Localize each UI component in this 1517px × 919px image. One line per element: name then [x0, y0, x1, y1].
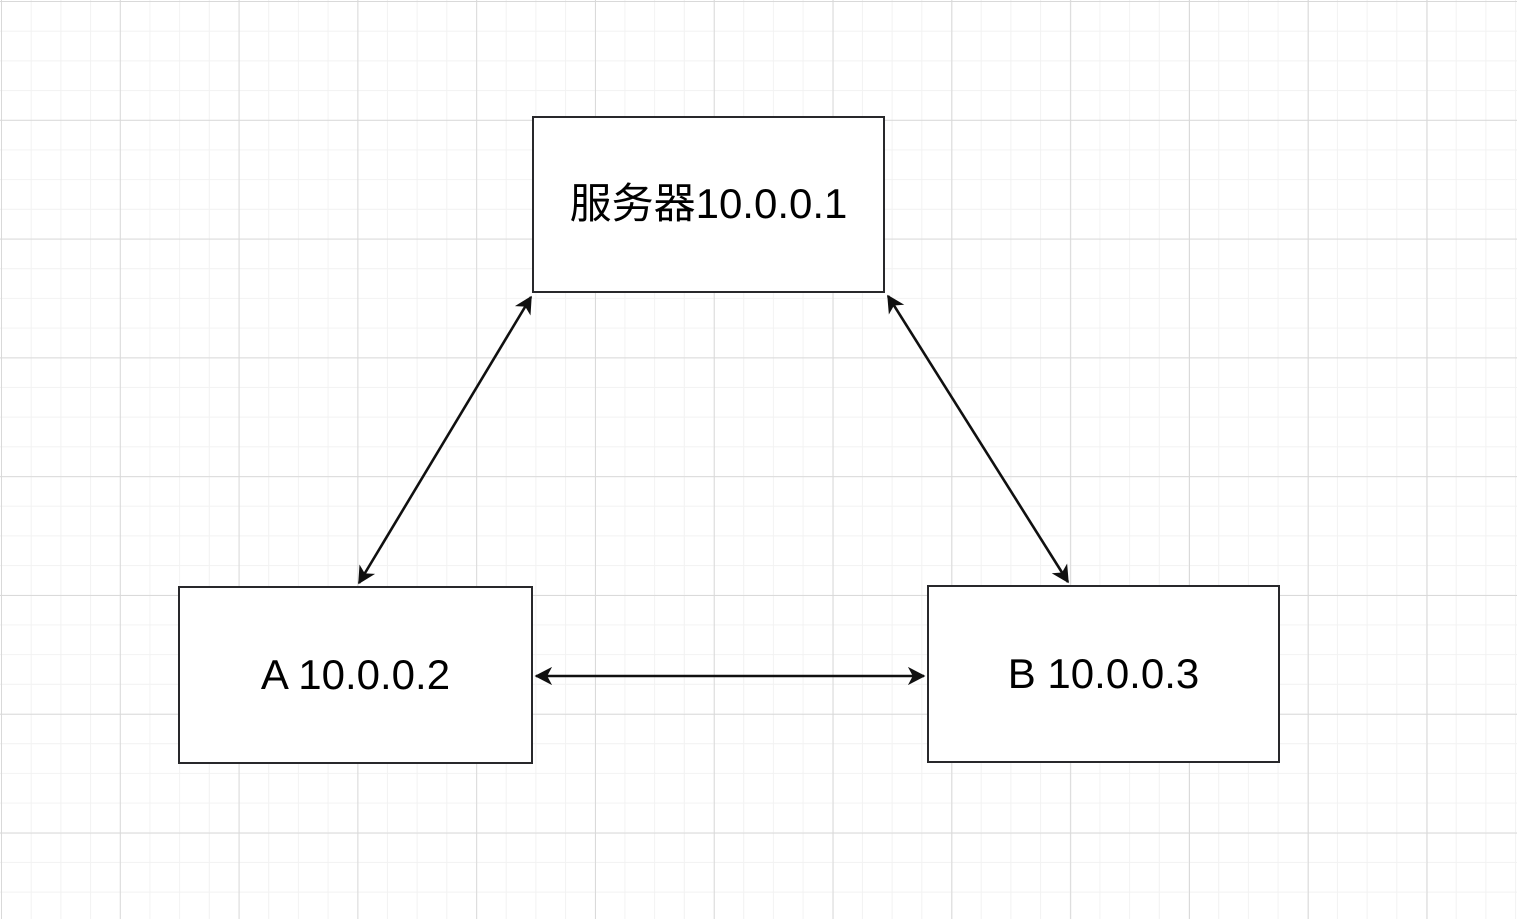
edge-server-to-b[interactable]: [886, 294, 1070, 584]
node-a[interactable]: A 10.0.0.2: [178, 586, 533, 764]
node-server[interactable]: 服务器10.0.0.1: [532, 116, 885, 293]
node-server-label: 服务器10.0.0.1: [569, 180, 848, 228]
node-b[interactable]: B 10.0.0.3: [927, 585, 1280, 763]
node-b-label: B 10.0.0.3: [1007, 649, 1200, 697]
node-a-label: A 10.0.0.2: [260, 650, 451, 698]
edge-server-to-a[interactable]: [357, 295, 533, 585]
